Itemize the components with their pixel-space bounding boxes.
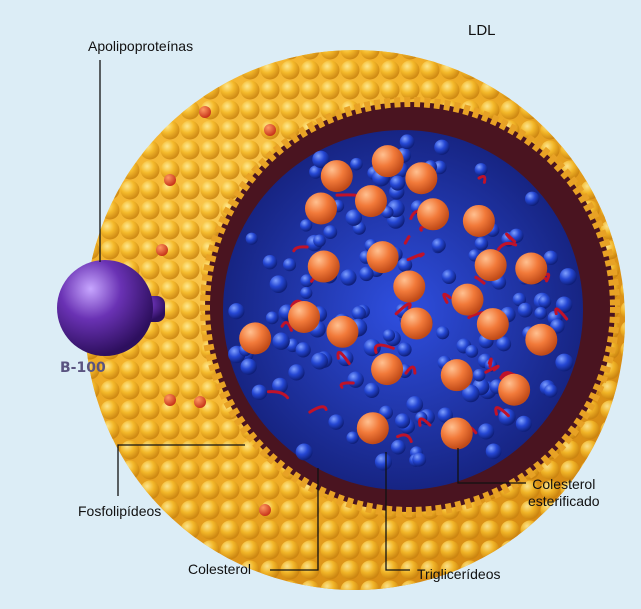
triglyceride-sphere	[326, 316, 358, 348]
core-blue-sphere	[228, 303, 244, 319]
core-blue-sphere	[323, 225, 337, 239]
label-b100: B-100	[60, 360, 106, 376]
core-blue-sphere	[434, 140, 449, 155]
cholesterol-dot	[164, 174, 176, 186]
triglyceride-sphere	[371, 353, 403, 385]
core-blue-sphere	[442, 270, 456, 284]
triglyceride-sphere	[367, 241, 399, 273]
core-blue-sphere	[432, 238, 446, 252]
core-blue-sphere	[296, 342, 311, 357]
core-blue-sphere	[534, 307, 547, 320]
triglyceride-sphere	[498, 374, 530, 406]
core-blue-sphere	[241, 358, 257, 374]
core-blue-sphere	[475, 237, 488, 250]
core-blue-sphere	[266, 312, 279, 325]
core-blue-sphere	[252, 385, 267, 400]
core-blue-sphere	[560, 268, 577, 285]
core-blue-sphere	[270, 275, 288, 293]
core-blue-sphere	[406, 396, 423, 413]
cholesterol-dot	[194, 396, 206, 408]
core-blue-sphere	[400, 134, 415, 149]
triglyceride-sphere	[475, 249, 507, 281]
core-blue-sphere	[486, 443, 502, 459]
core-blue-sphere	[288, 364, 304, 380]
core-blue-sphere	[347, 371, 363, 387]
core-blue-sphere	[350, 158, 363, 171]
core-blue-sphere	[340, 269, 356, 285]
core-blue-sphere	[300, 287, 312, 299]
core-blue-sphere	[465, 345, 478, 358]
label-triglycerides: Triglicerídeos	[417, 566, 501, 582]
triglyceride-sphere	[515, 252, 547, 284]
ldl-title: LDL	[468, 22, 496, 39]
triglyceride-sphere	[308, 251, 340, 283]
core-blue-sphere	[263, 255, 277, 269]
core-blue-sphere	[478, 423, 494, 439]
triglyceride-sphere	[441, 359, 473, 391]
label-esterified-line1: Colesterol	[528, 476, 600, 493]
core-blue-sphere	[412, 453, 426, 467]
cholesterol-dot	[156, 244, 168, 256]
core-blue-sphere	[395, 413, 410, 428]
core-blue-sphere	[311, 353, 328, 370]
apoprotein-b100	[57, 260, 153, 356]
triglyceride-sphere	[452, 284, 484, 316]
triglyceride-sphere	[321, 160, 353, 192]
core-blue-sphere	[328, 414, 343, 429]
label-phospholipids: Fosfolipídeos	[78, 503, 161, 519]
core-blue-sphere	[525, 192, 539, 206]
label-cholesterol: Colesterol	[188, 561, 251, 577]
core-blue-sphere	[509, 229, 523, 243]
core-blue-sphere	[538, 295, 551, 308]
triglyceride-sphere	[393, 271, 425, 303]
core-blue-sphere	[516, 416, 532, 432]
label-esterified-line2: esterificado	[528, 493, 600, 510]
triglyceride-sphere	[357, 412, 389, 444]
cholesterol-dot	[164, 394, 176, 406]
core-blue-sphere	[375, 453, 392, 470]
core-blue-sphere	[272, 333, 289, 350]
triglyceride-sphere	[288, 301, 320, 333]
core-blue-sphere	[364, 339, 381, 356]
core-blue-sphere	[296, 444, 313, 461]
label-esterified-cholesterol: Colesterol esterificado	[528, 476, 600, 510]
core-blue-sphere	[544, 384, 557, 397]
cholesterol-dot	[259, 504, 271, 516]
label-apolipoproteins: Apolipoproteínas	[88, 38, 193, 54]
triglyceride-sphere	[477, 308, 509, 340]
triglyceride-sphere	[463, 205, 495, 237]
triglyceride-sphere	[401, 307, 433, 339]
core-blue-sphere	[436, 326, 449, 339]
triglyceride-sphere	[441, 417, 473, 449]
triglyceride-sphere	[525, 324, 557, 356]
core-blue-sphere	[391, 440, 406, 455]
triglyceride-sphere	[239, 322, 271, 354]
core-blue-sphere	[246, 233, 258, 245]
core-blue-sphere	[283, 258, 296, 271]
core-blue-sphere	[473, 369, 486, 382]
fatty-acid-tail	[489, 359, 491, 366]
core-blue-sphere	[352, 306, 366, 320]
triglyceride-sphere	[372, 145, 404, 177]
triglyceride-sphere	[355, 185, 387, 217]
core-blue-sphere	[475, 163, 488, 176]
core-blue-sphere	[398, 342, 412, 356]
core-blue-sphere	[390, 175, 405, 190]
core-blue-sphere	[383, 329, 395, 341]
core-blue-sphere	[555, 354, 573, 372]
cholesterol-dot	[264, 124, 276, 136]
core-blue-sphere	[313, 235, 326, 248]
core-blue-sphere	[359, 267, 373, 281]
core-blue-sphere	[364, 383, 379, 398]
core-blue-sphere	[346, 432, 358, 444]
triglyceride-sphere	[405, 162, 437, 194]
cholesterol-dot	[199, 106, 211, 118]
triglyceride-sphere	[305, 193, 337, 225]
core-blue-sphere	[518, 303, 533, 318]
triglyceride-sphere	[417, 198, 449, 230]
core-blue-sphere	[300, 219, 312, 231]
